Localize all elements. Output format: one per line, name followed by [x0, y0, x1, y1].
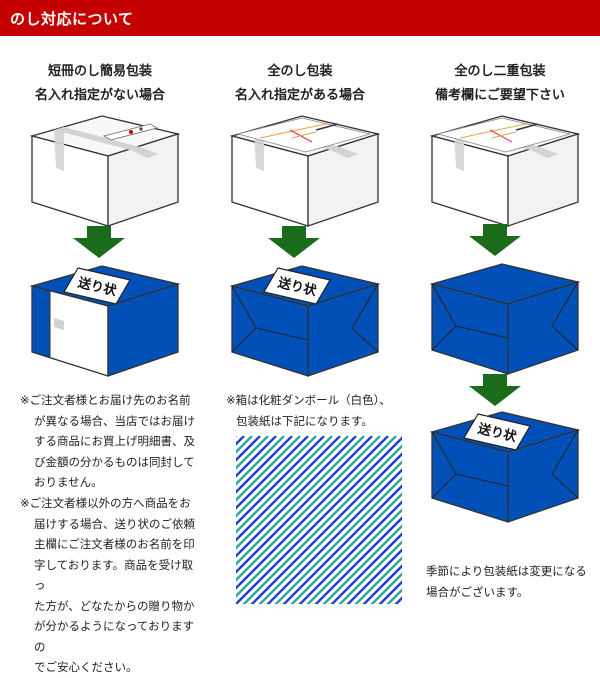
stripe-line — [236, 436, 325, 526]
stripe-line — [354, 556, 402, 604]
column-1-note-1: ※ご注文者様とお届け先のお名前 が異なる場合、当店ではお届け する商品にお買上げ… — [20, 390, 200, 493]
note-line: ※ご注文者様とお届け先のお名前 — [20, 393, 191, 407]
page-title: のし対応について — [10, 10, 134, 28]
down-arrow-icon — [268, 226, 320, 258]
stripe-line — [322, 524, 402, 604]
plain-box-double-wrap — [429, 115, 581, 227]
stripe-line — [290, 492, 402, 604]
stripe-line — [236, 436, 373, 574]
column-3-title-line2: 備考欄にご要望下さい — [435, 88, 565, 103]
note-line: 主欄にご注文者様のお名前を印 — [34, 537, 195, 551]
stripe-line — [362, 564, 402, 604]
stripe-line — [236, 436, 402, 604]
column-1-note-2: ※ご注文者様以外の方へ商品をお 届けする場合、送り状のご依頼 主欄にご注文者様の… — [20, 493, 200, 678]
blue-wrapped-box-half: 送り状 — [29, 265, 181, 377]
column-3-title: 全のし二重包装 備考欄にご要望下さい — [400, 60, 600, 108]
stripe-line — [346, 548, 402, 604]
stripe-line — [236, 436, 349, 550]
stripe-line — [236, 436, 365, 566]
note-line: する商品にお買上げ明細書、及 — [34, 434, 195, 448]
stripe-line — [250, 452, 402, 604]
note-line: が分かるようになっておりますの — [34, 619, 195, 654]
column-3-note: 季節により包装紙は変更になる 場合がございます。 — [426, 561, 600, 602]
stripe-line — [266, 468, 402, 604]
note-line: が異なる場合、当店ではお届け — [34, 413, 195, 428]
stripe-line — [298, 500, 402, 604]
blue-wrapped-box-full: 送り状 — [229, 265, 381, 377]
stripe-line — [236, 436, 397, 598]
stripe-line — [236, 436, 285, 486]
stripe-line — [314, 516, 402, 604]
stripe-line — [274, 476, 402, 604]
stripe-line — [370, 572, 402, 604]
stripe-line — [282, 484, 402, 604]
down-arrow-icon — [469, 224, 521, 256]
plain-box-full-noshi — [229, 115, 381, 227]
stripe-line — [236, 436, 389, 590]
column-2-title-line2: 名入れ指定がある場合 — [234, 88, 365, 103]
stripe-line — [236, 436, 341, 542]
stripe-line — [236, 436, 301, 502]
note-line: 季節により包装紙は変更になる — [426, 564, 587, 578]
note-line: 届けする場合、送り状のご依頼 — [34, 516, 195, 531]
stripe-line — [236, 436, 317, 518]
stripe-line — [306, 508, 402, 604]
header-bar — [0, 0, 600, 36]
note-line: 字しております。商品を受け取っ — [34, 557, 194, 593]
down-arrow-icon — [73, 226, 125, 258]
stripe-line — [242, 444, 402, 604]
stripe-line — [258, 460, 402, 604]
note-line: び金額の分かるものは同封して — [34, 454, 195, 469]
stripe-line — [236, 436, 333, 534]
down-arrow-icon — [469, 374, 521, 406]
wrapping-paper-stripes — [236, 436, 402, 604]
stripe-line — [236, 436, 381, 582]
note-line: 場合がございます。 — [426, 584, 529, 599]
note-line: た方が、どなたからの贈り物か — [34, 598, 195, 613]
stripe-line — [338, 540, 402, 604]
stripe-line — [330, 532, 402, 604]
column-1-title-line2: 名入れ指定がない場合 — [34, 88, 165, 103]
column-1-title: 短冊のし簡易包装 名入れ指定がない場合 — [0, 60, 200, 108]
column-2-title-line1: 全のし包装 — [267, 64, 333, 79]
column-2-note: ※箱は化粧ダンボール（白色）、 包装紙は下記になります。 — [226, 390, 400, 431]
stripe-line — [236, 436, 269, 470]
plain-box-tanzaku-noshi — [29, 115, 181, 227]
stripe-line — [236, 436, 277, 478]
note-line: 包装紙は下記になります。 — [236, 413, 373, 428]
column-2-title: 全のし包装 名入れ指定がある場合 — [200, 60, 400, 108]
column-1-title-line1: 短冊のし簡易包装 — [47, 64, 152, 79]
note-line: でご安心ください。 — [34, 660, 138, 674]
blue-wrapped-box-outer: 送り状 — [429, 411, 581, 523]
note-line: ※ご注文者様以外の方へ商品をお — [20, 496, 191, 510]
note-line: おりません。 — [34, 475, 103, 489]
stripe-line — [236, 436, 357, 558]
column-3-title-line1: 全のし二重包装 — [454, 64, 546, 79]
blue-wrapped-box-inner — [429, 263, 581, 375]
stripe-line — [236, 436, 309, 510]
note-line: ※箱は化粧ダンボール（白色）、 — [226, 393, 391, 407]
stripe-line — [236, 436, 293, 494]
